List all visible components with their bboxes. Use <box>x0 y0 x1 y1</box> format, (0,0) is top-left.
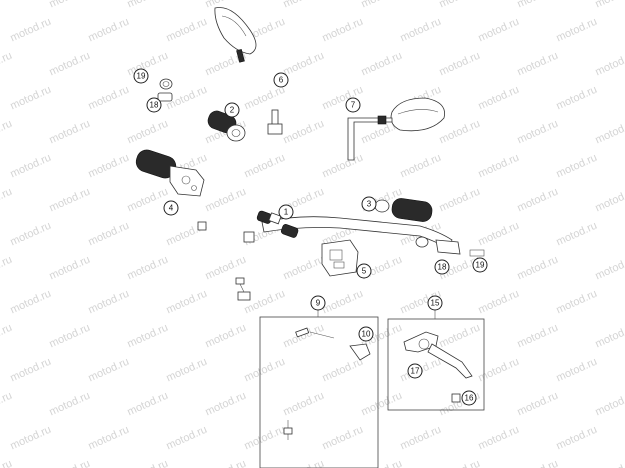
callout-17: 17 <box>407 363 423 379</box>
bar-end-weight-right <box>415 236 485 257</box>
callout-18-left: 18 <box>146 97 162 113</box>
callout-4: 4 <box>163 200 179 216</box>
brake-lever-box <box>387 308 485 411</box>
callout-label-19-left: 19 <box>137 72 146 81</box>
callout-1: 1 <box>278 204 294 220</box>
callout-label-17: 17 <box>411 367 420 376</box>
callout-19-left: 19 <box>133 68 149 84</box>
small-fasteners <box>197 221 255 301</box>
callout-label-7: 7 <box>351 101 356 110</box>
clamp-bolt <box>267 109 283 135</box>
callout-15: 15 <box>427 295 443 311</box>
callout-label-4: 4 <box>169 204 174 213</box>
callout-label-5: 5 <box>362 267 367 276</box>
left-mirror <box>214 7 257 63</box>
callout-19-right: 19 <box>472 257 488 273</box>
right-switch-block <box>321 239 359 277</box>
callout-label-3: 3 <box>367 200 372 209</box>
callout-label-6: 6 <box>279 76 284 85</box>
callout-label-18-right: 18 <box>438 263 447 272</box>
callout-label-1: 1 <box>284 208 289 217</box>
callout-18-right: 18 <box>434 259 450 275</box>
callout-label-18-left: 18 <box>150 101 159 110</box>
callout-6: 6 <box>273 72 289 88</box>
callout-9: 9 <box>310 295 326 311</box>
clutch-cable-box <box>259 306 379 468</box>
bar-end-weight-left <box>157 78 173 102</box>
throttle-grip <box>207 110 246 142</box>
callout-label-2: 2 <box>230 106 235 115</box>
right-grip <box>374 198 433 222</box>
callout-label-16: 16 <box>465 394 474 403</box>
callout-label-9: 9 <box>316 299 321 308</box>
callout-16: 16 <box>461 390 477 406</box>
right-mirror <box>347 97 445 161</box>
callout-label-10: 10 <box>362 330 371 339</box>
callout-label-19-right: 19 <box>476 261 485 270</box>
left-grip-switch <box>135 149 205 197</box>
callout-5: 5 <box>356 263 372 279</box>
callout-2: 2 <box>224 102 240 118</box>
callout-7: 7 <box>345 97 361 113</box>
callout-label-15: 15 <box>431 299 440 308</box>
callout-10: 10 <box>358 326 374 342</box>
callout-3: 3 <box>361 196 377 212</box>
